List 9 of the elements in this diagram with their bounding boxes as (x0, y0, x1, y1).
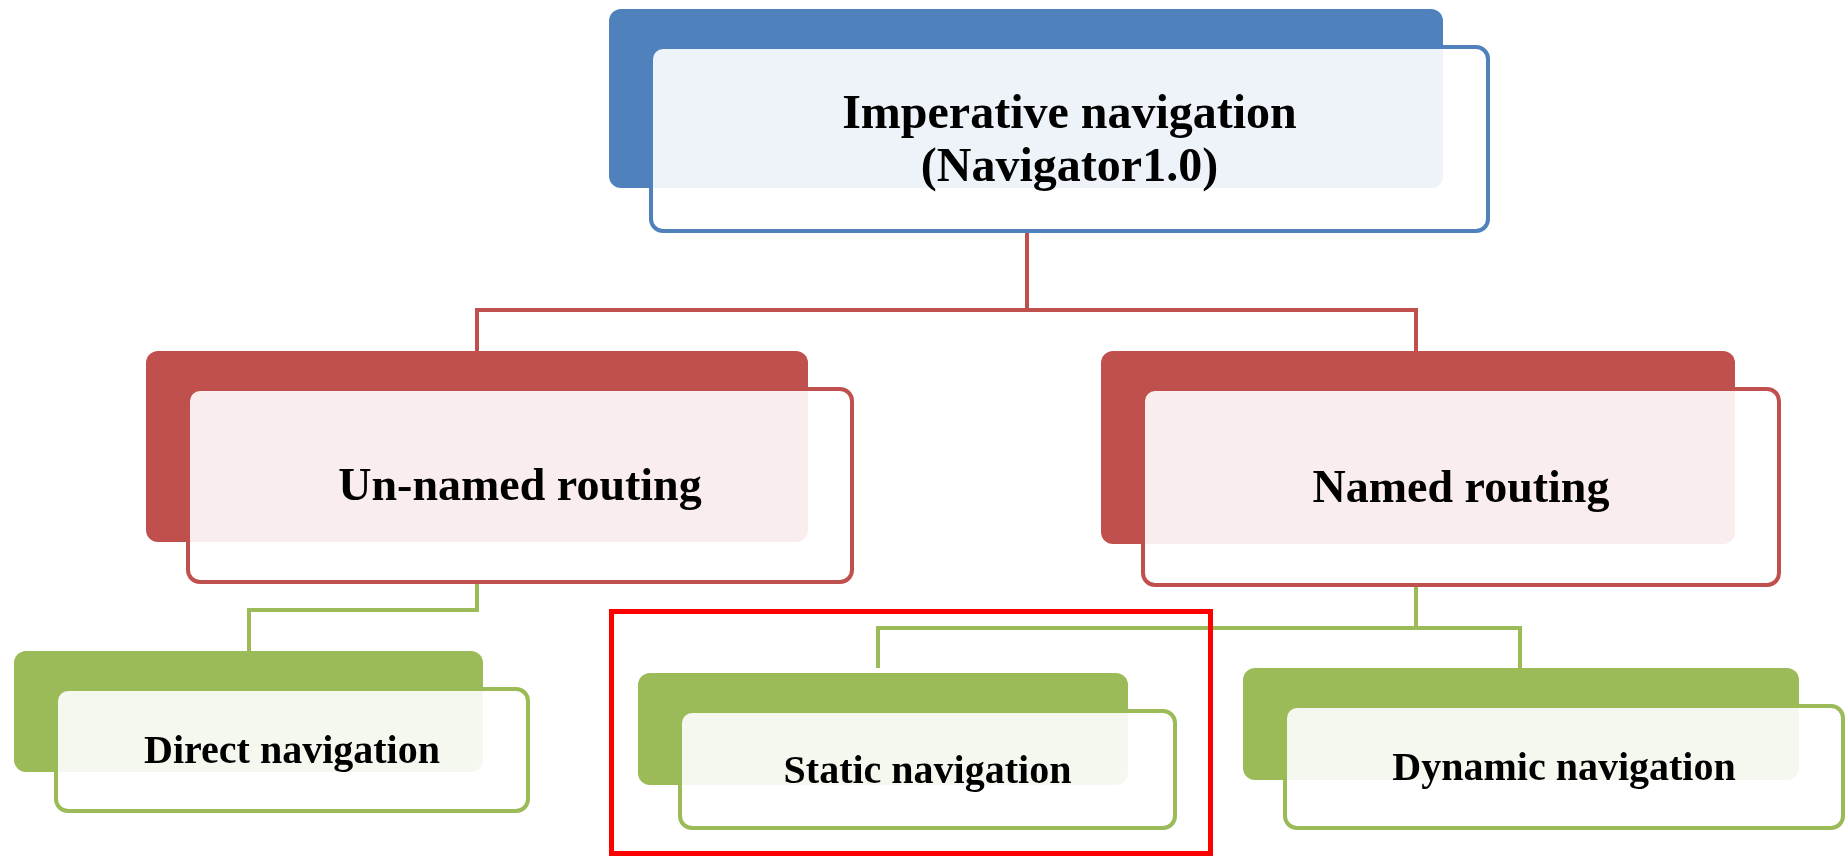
node-text: Imperative navigation (Navigator1.0) (842, 85, 1297, 191)
highlight-frame (609, 609, 1213, 856)
node-text: Static navigation (783, 746, 1072, 792)
node-text: Direct navigation (144, 727, 440, 772)
node-text: Named routing (1312, 460, 1610, 512)
connector-line (1025, 233, 1418, 351)
connector-line (247, 584, 479, 651)
node-text: Un-named routing (338, 459, 702, 511)
node-text: Dynamic navigation (1392, 744, 1736, 789)
